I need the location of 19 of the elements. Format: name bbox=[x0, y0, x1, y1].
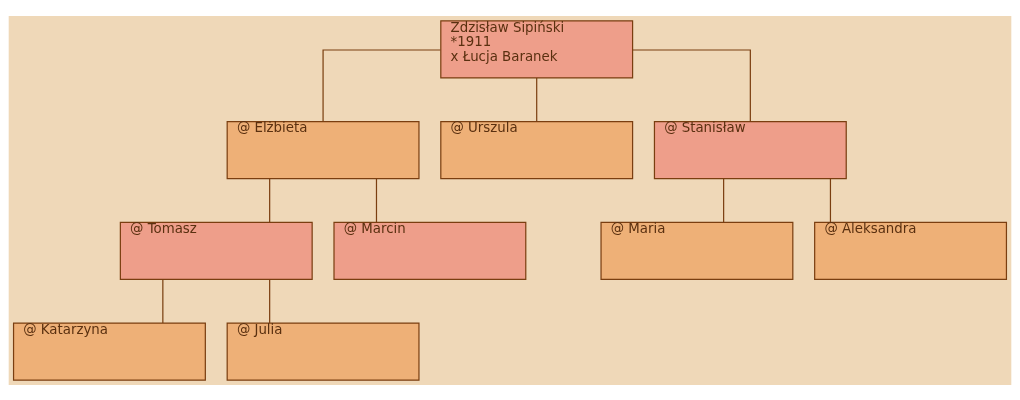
connector bbox=[269, 177, 271, 223]
connector bbox=[536, 76, 538, 122]
node-box: @ Julia bbox=[226, 322, 420, 381]
node-box: @ Urszula bbox=[440, 120, 634, 179]
node-box: @ Tomasz bbox=[119, 221, 313, 280]
node-box: @ Stanisław bbox=[653, 120, 847, 179]
connector bbox=[723, 177, 725, 223]
connector bbox=[322, 48, 442, 122]
connector bbox=[829, 177, 832, 223]
node-box: @ Katarzyna bbox=[12, 322, 206, 381]
connector bbox=[632, 48, 751, 122]
connector bbox=[162, 278, 164, 324]
connector bbox=[269, 278, 271, 324]
node-box: @ Marcin bbox=[333, 221, 527, 280]
connector bbox=[375, 177, 378, 223]
node-box: Zdzisław Sipiński *1911 x Łucja Baranek bbox=[440, 19, 634, 78]
node-box: @ Elżbieta bbox=[226, 120, 420, 179]
node-box: @ Aleksandra bbox=[814, 221, 1008, 280]
node-box: @ Maria bbox=[600, 221, 794, 280]
